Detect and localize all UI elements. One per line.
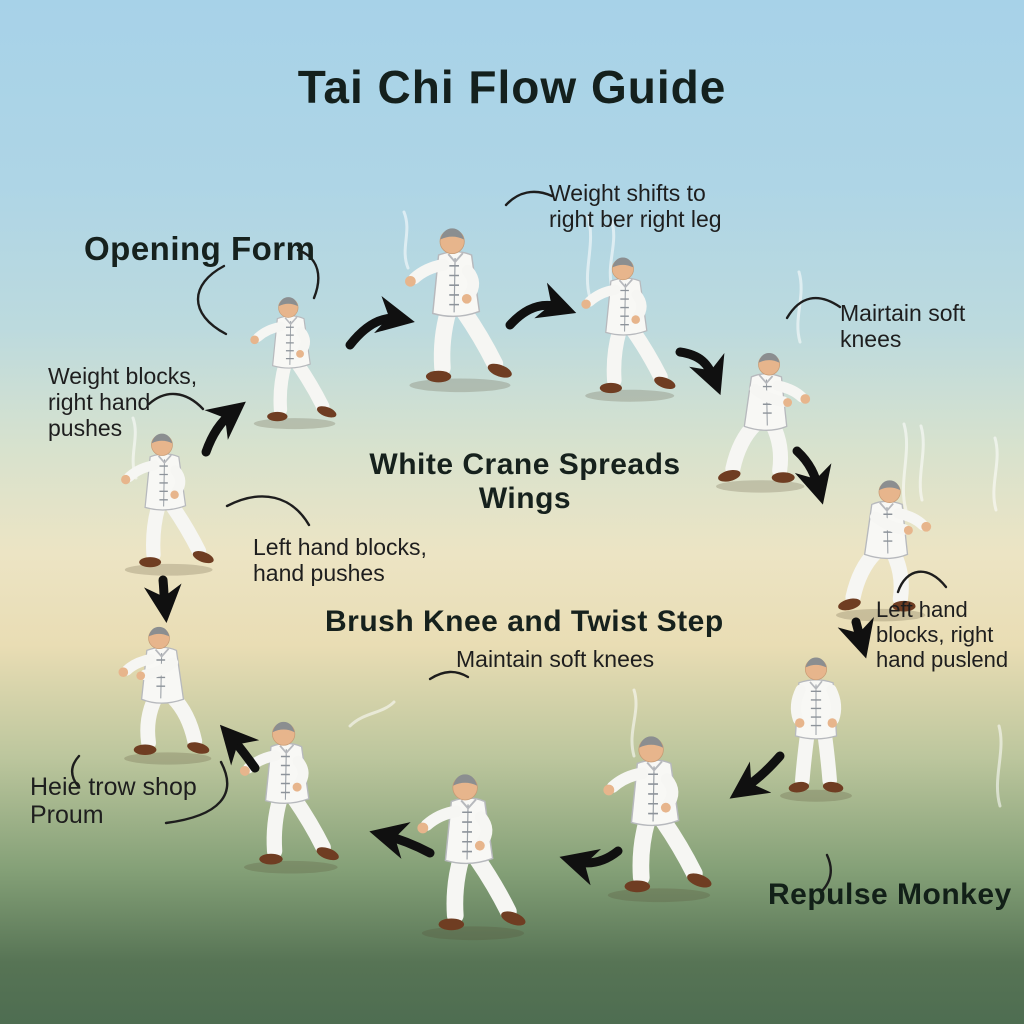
section-label-white-crane: White Crane Spreads Wings (369, 448, 681, 515)
flow-arrow-10 (143, 575, 182, 624)
taichi-figure-opening-form (238, 292, 348, 433)
taichi-figure-weight-blocks (108, 428, 226, 580)
chi-wisp (995, 724, 1003, 808)
leader-left-hand-mid (225, 495, 311, 527)
taichi-figure-weight-shift (390, 222, 526, 397)
section-label-brush-knee: Brush Knee and Twist Step (325, 605, 724, 638)
chi-wisp (796, 270, 803, 344)
section-label-repulse-monkey: Repulse Monkey (768, 878, 1012, 911)
taichi-figure-soft-knees (700, 338, 824, 497)
section-label-opening-form: Opening Form (84, 230, 316, 267)
page-title: Tai Chi Flow Guide (297, 61, 727, 113)
annotation-maintain-soft-knees: Mairtain soft knees (840, 300, 966, 352)
leader-weight-shifts (504, 190, 554, 207)
annotation-heie-trow: Heie trow shop Proum (30, 773, 197, 830)
taichi-figure-brush-knee-2 (402, 768, 540, 945)
leader-maintain-center (428, 670, 470, 681)
section-subtitle-brush-knee: Maintain soft knees (456, 646, 655, 672)
taichi-figure-heie-trow (105, 612, 227, 769)
leader-opening-form-left (197, 264, 228, 336)
taichi-figure-repulse-monkey (756, 652, 876, 806)
annotation-left-hand-blocks-right: Left hand blocks, right hand puslend (876, 597, 1009, 672)
chi-wisp (992, 436, 999, 512)
taichi-figure-brush-knee-1 (226, 716, 352, 878)
annotation-weight-shifts: Weight shifts to right ber right leg (549, 180, 722, 232)
leader-maintain-upper (785, 296, 842, 320)
annotation-weight-blocks: Weight blocks, right hand pushes (48, 363, 198, 441)
chi-wisp (348, 700, 396, 728)
taichi-figure-white-crane-1 (568, 252, 688, 406)
taichi-figure-brush-knee-3 (588, 730, 726, 907)
annotation-left-hand-blocks-mid: Left hand blocks, hand pushes (253, 534, 427, 586)
